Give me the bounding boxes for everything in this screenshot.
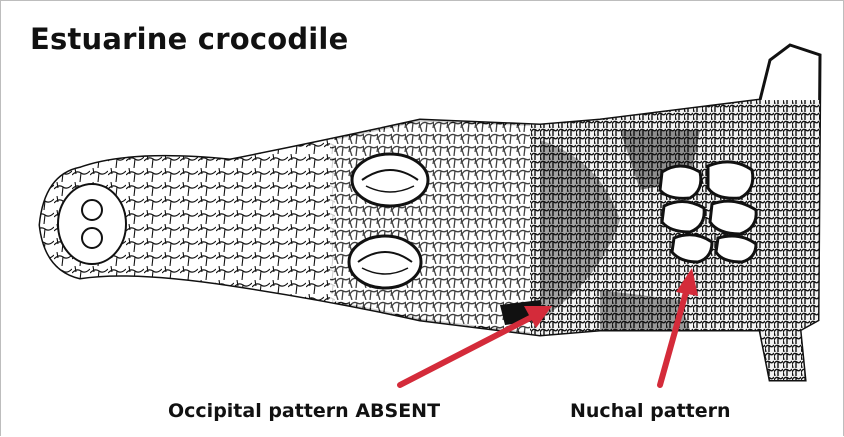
eye-lower [349,236,421,288]
nuchal-label: Nuchal pattern [570,400,731,422]
occipital-label: Occipital pattern ABSENT [168,400,440,422]
skull-scales [330,100,535,340]
snout-tip [58,184,126,264]
